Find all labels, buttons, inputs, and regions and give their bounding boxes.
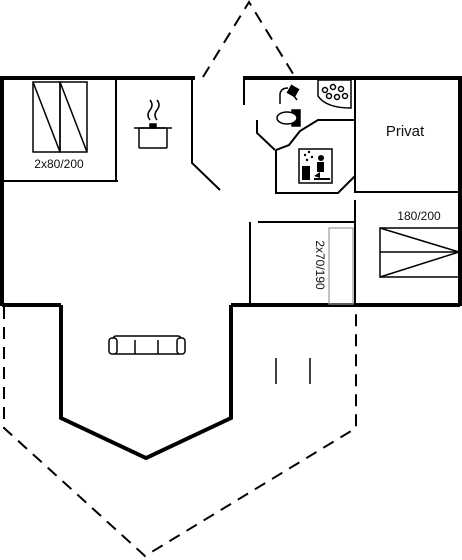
- sauna-person-head: [318, 155, 324, 161]
- pot-lid-knob: [149, 123, 157, 129]
- dashed-outlines: [3, 0, 357, 558]
- roof-outline-top: [202, 0, 296, 78]
- living-room-bay: [59, 305, 233, 461]
- steam-dot-4: [305, 158, 309, 162]
- sauna-icon: [298, 148, 333, 184]
- steam-dot-1: [303, 153, 307, 157]
- steam-2: [154, 99, 160, 121]
- partition-bath-diagonal: [256, 120, 276, 151]
- partition-bath-arc: [275, 119, 355, 151]
- bubble-4: [325, 92, 333, 100]
- sofa-back: [112, 335, 182, 355]
- privat-label: Privat: [386, 123, 425, 140]
- toilet-bowl: [276, 111, 298, 125]
- sofa-arm-right: [176, 337, 186, 355]
- double-bed-icon: [379, 227, 460, 278]
- sofa-icon: [108, 335, 186, 355]
- single-bed-1-cover: [32, 81, 61, 153]
- partition-kitchen-hall: [191, 80, 221, 191]
- toilet-icon: [276, 109, 301, 127]
- bed-mid-label: 2x70/190: [313, 240, 327, 290]
- bubble-3: [337, 85, 345, 93]
- shower-icon: [279, 84, 300, 104]
- bubble-5: [333, 93, 341, 101]
- shower-head: [286, 84, 300, 98]
- bubble-6: [341, 92, 349, 100]
- sauna-person: [314, 162, 324, 178]
- single-bed-2-cover: [59, 81, 88, 153]
- steam-dot-3: [310, 155, 314, 159]
- sofa-arm-left: [108, 337, 118, 355]
- door-marks: [275, 358, 311, 384]
- partitions: [4, 80, 460, 305]
- steam-1: [147, 99, 153, 121]
- stove-icon: [134, 99, 172, 149]
- sauna-bench: [314, 178, 330, 180]
- bunk-bed-icon: [328, 227, 354, 305]
- steam-dot-2: [307, 150, 311, 154]
- double-bed-cover-2: [379, 251, 460, 278]
- bubble-2: [329, 83, 337, 91]
- shower-pipe: [279, 87, 289, 104]
- partition-sauna: [275, 150, 356, 194]
- bed-left-label: 2x80/200: [34, 157, 84, 171]
- bed-double-label: 180/200: [397, 209, 441, 223]
- whirlpool-icon: [317, 79, 352, 109]
- sauna-stove: [302, 166, 310, 180]
- pot-body: [138, 127, 168, 149]
- whirlpool-tub: [317, 79, 352, 109]
- double-bed-cover-1: [379, 227, 460, 253]
- bed-icon: [32, 81, 88, 153]
- bunk-bed-frame: [328, 227, 354, 305]
- shower-water: [293, 95, 298, 101]
- bubble-1: [321, 86, 329, 94]
- terrace-outline: [3, 307, 357, 558]
- single-bed-2: [59, 81, 88, 153]
